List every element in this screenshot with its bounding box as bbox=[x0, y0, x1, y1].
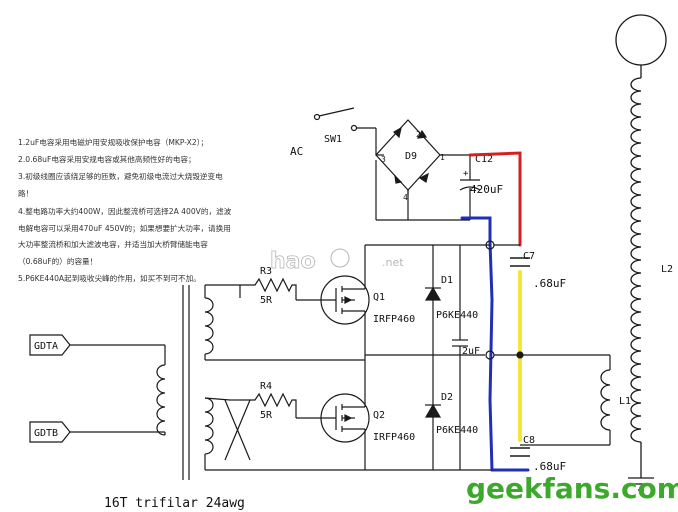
d1-part: P6KE440 bbox=[436, 310, 478, 321]
d2-tvs bbox=[424, 355, 442, 470]
gdt-inputs bbox=[29, 334, 165, 443]
note-line-2: 2.0.68uF电容采用安规电容或其他高频性好的电容； bbox=[18, 154, 196, 164]
dc-positive-rail bbox=[468, 151, 522, 247]
gate-drive-transformer bbox=[156, 284, 365, 480]
bridge-capacitors bbox=[510, 257, 530, 457]
gdt-secondary-bottom bbox=[204, 397, 214, 455]
haodiy-watermark: hao .net bbox=[270, 248, 404, 274]
r4-label: R4 bbox=[260, 381, 272, 392]
bridge-pin-3: 3 bbox=[381, 155, 386, 164]
gdtb-tag bbox=[29, 421, 71, 443]
note-line-3: 3.初级线圈应该绕足够的匝数，避免初级电流过大烧毁逆变电 bbox=[18, 171, 223, 181]
l2-winding bbox=[630, 77, 642, 443]
ac-input-section bbox=[313, 107, 470, 221]
d1-tvs bbox=[424, 245, 442, 355]
snubber-cap-value: 2uF bbox=[462, 346, 480, 357]
q2-mosfet bbox=[296, 360, 370, 470]
geekfans-watermark: geekfans.com bbox=[466, 472, 678, 505]
note-line-6: 电解电容可以采用470uF 450V的；如果想要扩大功率，请换用 bbox=[18, 223, 231, 233]
gdta-tag bbox=[29, 334, 71, 356]
c8-value: .68uF bbox=[533, 460, 566, 473]
d9-label: D9 bbox=[405, 151, 417, 162]
c12-label: C12 bbox=[475, 154, 493, 165]
haodiy-logo-icon bbox=[330, 248, 350, 268]
q2-label: Q2 bbox=[373, 410, 385, 421]
d2-label: D2 bbox=[441, 392, 453, 403]
switch-terminal-left bbox=[313, 113, 321, 121]
bridge-pin-4: 4 bbox=[403, 193, 408, 202]
r4-value: 5R bbox=[260, 410, 273, 421]
l2-label: L2 bbox=[661, 264, 673, 275]
l1-primary-coil bbox=[600, 369, 611, 431]
c12-value: 420uF bbox=[470, 183, 503, 196]
bridge-diode-2 bbox=[416, 129, 428, 139]
midpoint-wire bbox=[365, 350, 611, 446]
r3-resistor bbox=[239, 277, 297, 300]
bridge-pin-1: 1 bbox=[440, 153, 445, 162]
l1-label: L1 bbox=[619, 396, 631, 407]
note-line-8: （0.68uF的）的容量！ bbox=[18, 256, 97, 266]
q2-part: IRFP460 bbox=[373, 432, 415, 443]
bridge-diode-1 bbox=[393, 126, 402, 139]
d2-part: P6KE440 bbox=[436, 425, 478, 436]
l2-secondary-coil bbox=[615, 14, 667, 491]
gdt-primary-winding bbox=[156, 364, 166, 436]
switch-lever bbox=[318, 107, 355, 117]
r3-label: R3 bbox=[260, 266, 272, 277]
haodiy-text: hao bbox=[270, 249, 316, 274]
q1-mosfet bbox=[296, 275, 370, 360]
switch-terminal-right bbox=[350, 124, 358, 132]
c12-plus: + bbox=[463, 169, 469, 179]
note-line-4: 路！ bbox=[18, 188, 33, 198]
top-rail bbox=[364, 240, 520, 471]
bridge-diode-3 bbox=[394, 174, 403, 184]
c8-label: C8 bbox=[523, 435, 535, 446]
c12-filter-capacitor bbox=[459, 155, 481, 220]
q1-label: Q1 bbox=[373, 292, 385, 303]
r3-value: 5R bbox=[260, 295, 273, 306]
bridge-pin-2: 2 bbox=[416, 130, 421, 139]
d1-label: D1 bbox=[441, 275, 453, 286]
gdta-label: GDTA bbox=[34, 341, 58, 352]
ac-labels: SW1 AC D9 2 1 3 4 bbox=[290, 130, 445, 202]
note-line-7: 大功率整流桥和加大滤波电容，并适当加大桥臂储能电容 bbox=[18, 239, 208, 249]
haodiy-net: .net bbox=[382, 256, 404, 269]
c7-label: C7 bbox=[523, 251, 535, 262]
note-line-9: 5.P6KE440A起到吸收尖峰的作用，如买不到可不加。 bbox=[18, 273, 201, 283]
sw1-label: SW1 bbox=[324, 134, 342, 145]
dc-negative-rail bbox=[460, 216, 494, 472]
topload-sphere bbox=[615, 14, 667, 66]
design-notes: 1.2uF电容采用电磁炉用安规吸收保护电容（MKP-X2）； 2.0.68uF电… bbox=[18, 137, 232, 283]
r4-resistor bbox=[240, 392, 297, 418]
note-line-5: 4.整电路功率大约400W，因此整流桥可选择2A 400V的，滤波 bbox=[18, 206, 232, 216]
transformer-caption: 16T trifilar 24awg bbox=[104, 496, 245, 511]
bridge-diode-4 bbox=[418, 172, 429, 183]
gdt-secondary-top bbox=[204, 297, 214, 355]
ac-label: AC bbox=[290, 145, 303, 158]
q1-part: IRFP460 bbox=[373, 314, 415, 325]
gdtb-label: GDTB bbox=[34, 428, 58, 439]
note-line-1: 1.2uF电容采用电磁炉用安规吸收保护电容（MKP-X2）； bbox=[18, 137, 208, 147]
c7-value: .68uF bbox=[533, 277, 566, 290]
